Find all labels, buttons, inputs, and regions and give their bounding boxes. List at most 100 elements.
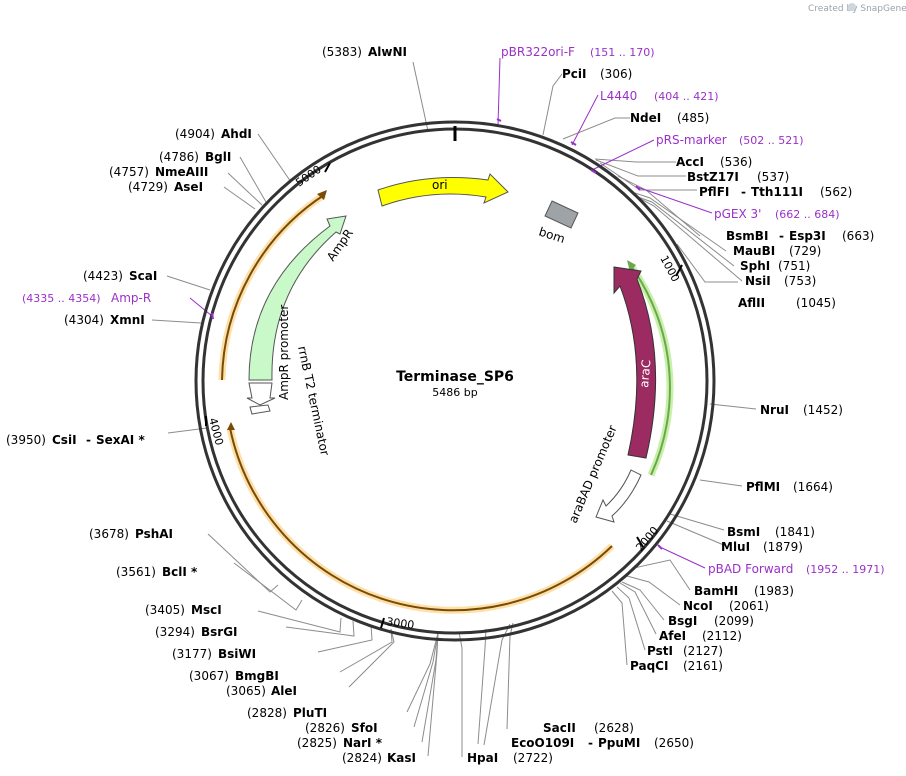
site-BsgI: BsgI (2099) [668,614,754,628]
svg-text:(2650): (2650) [654,736,694,750]
svg-text:(2061): (2061) [729,599,769,613]
svg-text:PluTI: PluTI [293,706,327,720]
site-SacII: SacII(2628) [543,721,634,735]
svg-text:Amp-R: Amp-R [111,291,151,305]
svg-text:(1841): (1841) [775,525,815,539]
site-KasI: (2824)KasI [342,751,416,765]
site-AleI: (3065) AleI [226,684,297,698]
svg-text:(2127): (2127) [683,644,723,658]
svg-text:Tth111I: Tth111I [751,185,803,199]
svg-text:(4335 .. 4354): (4335 .. 4354) [22,292,101,305]
svg-text:PshAI: PshAI [135,527,173,541]
araC-feature: araC [613,266,657,459]
svg-text:PflMI: PflMI [746,480,780,494]
svg-text:-: - [86,433,91,447]
svg-text:MscI: MscI [191,603,222,617]
svg-text:AleI: AleI [271,684,297,698]
site-labels: (5383) AlwNI PciI(306) NdeI(485) AccI(536… [6,45,874,765]
site-BsmBI: BsmBI-Esp3I(663) [726,229,874,243]
svg-text:Esp3I: Esp3I [789,229,826,243]
svg-text:BsmBI: BsmBI [726,229,768,243]
site-PaqCI: PaqCI(2161) [630,659,723,673]
svg-text:(2826): (2826) [305,721,345,735]
svg-text:(4904): (4904) [175,127,215,141]
svg-text:NruI: NruI [760,403,789,417]
ori-label: ori [432,178,448,192]
svg-text:PpuMI: PpuMI [598,736,640,750]
primer-pRS-marker: pRS-marker(502 .. 521) [656,133,804,147]
araC-label: araC [637,359,653,388]
primer-pGEX3: pGEX 3'(662 .. 684) [714,207,840,221]
svg-text:(151 .. 170): (151 .. 170) [590,46,655,59]
svg-text:(4757): (4757) [109,165,149,179]
site-PshAI: (3678) PshAI [89,527,173,541]
svg-text:BsgI: BsgI [668,614,697,628]
svg-text:(3950): (3950) [6,433,46,447]
svg-text:(3678): (3678) [89,527,129,541]
svg-text:BglI: BglI [205,150,231,164]
svg-text:BclI *: BclI * [162,565,198,579]
svg-text:BsiWI: BsiWI [218,647,256,661]
svg-text:(3065): (3065) [226,684,266,698]
site-PluTI: (2828)PluTI [247,706,327,720]
svg-text:NmeAIII: NmeAIII [155,165,208,179]
svg-text:(4786): (4786) [159,150,199,164]
svg-text:(2628): (2628) [594,721,634,735]
svg-text:(404 .. 421): (404 .. 421) [654,90,719,103]
site-SphI: SphI(751) [740,259,810,273]
site-PflFI: PflFI-Tth111I(562) [699,185,852,199]
ampR-arrow [218,190,615,614]
svg-text:(4423): (4423) [83,269,123,283]
svg-text:-: - [779,229,784,243]
svg-text:BstZ17I: BstZ17I [687,170,739,184]
site-AhdI: (4904)AhdI [175,127,252,141]
svg-text:(1045): (1045) [796,296,836,310]
site-BsiWI: (3177) BsiWI [172,647,256,661]
site-AseI: (4729)AseI [128,180,203,194]
svg-text:(729): (729) [789,244,821,258]
AmpR-promoter-label: AmpR promoter [277,305,291,400]
svg-text:(562): (562) [820,185,852,199]
site-BmgBI: (3067)BmgBI [189,669,279,683]
svg-text:(2099): (2099) [714,614,754,628]
svg-text:(1664): (1664) [793,480,833,494]
svg-text:(662 .. 684): (662 .. 684) [775,208,840,221]
plasmid-size: 5486 bp [432,386,477,399]
svg-text:(2722): (2722) [513,751,553,765]
site-PstI: PstI(2127) [647,644,723,658]
svg-text:(1952 .. 1971): (1952 .. 1971) [806,563,885,576]
svg-text:(502 .. 521): (502 .. 521) [739,134,804,147]
svg-text:(5383): (5383) [322,45,362,59]
site-PflMI: PflMI (1664) [746,480,833,494]
svg-text:(1879): (1879) [763,540,803,554]
svg-text:(751): (751) [778,259,810,273]
site-NcoI: NcoI(2061) [683,599,769,613]
svg-text:pBAD Forward: pBAD Forward [708,562,793,576]
svg-text:(3067): (3067) [189,669,229,683]
svg-text:AlwNI: AlwNI [368,45,407,59]
backbone [194,120,716,642]
site-BstZ17I: BstZ17I(537) [687,170,789,184]
site-AlwNI: (5383) AlwNI [322,45,407,59]
svg-text:(1983): (1983) [754,584,794,598]
site-PciI: PciI(306) [562,67,632,81]
site-SfoI: (2826) SfoI [305,721,378,735]
primer-L4440: L4440(404 .. 421) [600,89,719,103]
svg-text:AflII: AflII [738,296,765,310]
site-NdeI: NdeI(485) [630,111,709,125]
site-MscI: (3405)MscI [145,603,222,617]
primer-leaders [189,57,713,569]
svg-text:AseI: AseI [174,180,203,194]
site-BclI: (3561)BclI * [116,565,198,579]
svg-text:MauBI: MauBI [733,244,775,258]
site-AflII: AflII (1045) [738,296,836,310]
svg-text:(536): (536) [720,155,752,169]
site-BglI: (4786) BglI [159,150,231,164]
leader-lines [151,61,757,757]
svg-text:(3177): (3177) [172,647,212,661]
svg-text:SfoI: SfoI [351,721,378,735]
svg-text:BsrGI: BsrGI [201,625,238,639]
tick-label-3000: 3000 [386,615,416,632]
site-AccI: AccI(536) [676,155,752,169]
svg-text:(306): (306) [600,67,632,81]
